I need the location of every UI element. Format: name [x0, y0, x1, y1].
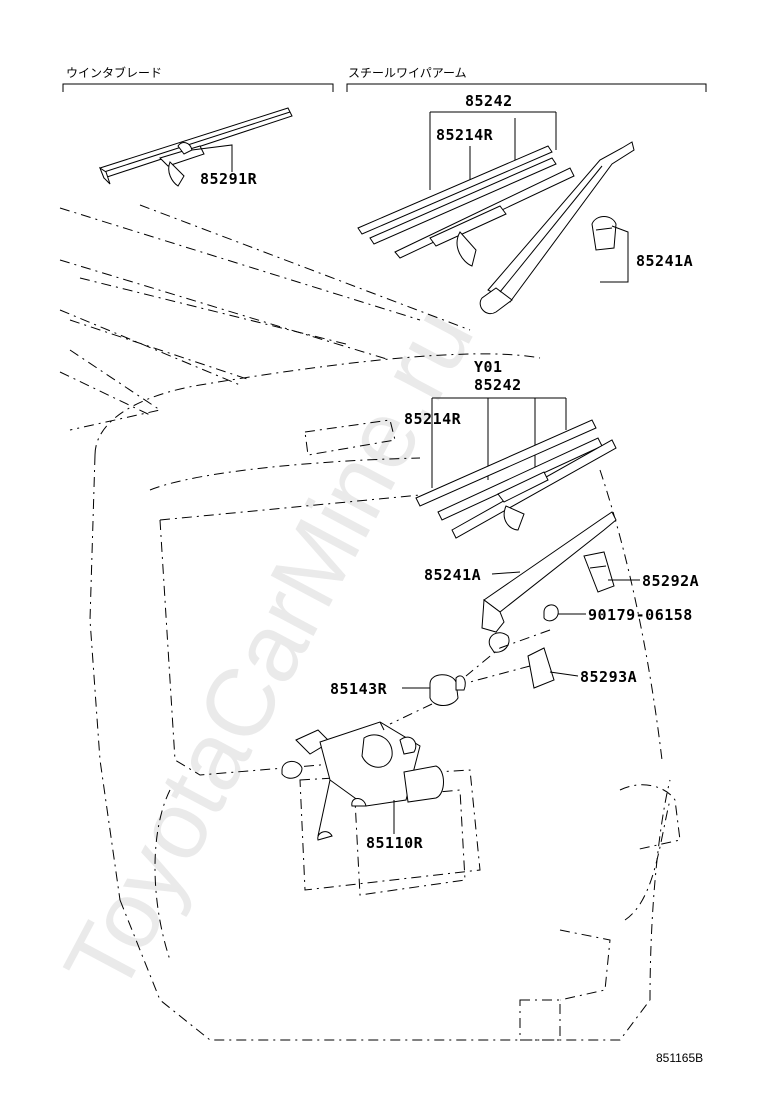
winter-wiper-blade [98, 107, 293, 187]
watermark-text: ToyotaCarMine.ru [44, 291, 494, 1010]
part-label-85293A: 85293A [580, 668, 637, 686]
part-label-85214R-top: 85214R [436, 126, 494, 144]
grommet-85143R [429, 674, 466, 706]
mid-wiper-blade [415, 419, 617, 539]
part-label-85241A-top: 85241A [636, 252, 693, 270]
figure-id: 851165B [656, 1051, 703, 1065]
vehicle-body-outline [59, 204, 681, 1041]
arm-cover-85292A [583, 551, 615, 593]
part-label-90179-06158: 90179-06158 [588, 606, 693, 624]
part-label-85292A: 85292A [642, 572, 699, 590]
part-label-Y01: Y01 [474, 358, 503, 376]
leader-85291R [191, 144, 233, 172]
part-label-85291R: 85291R [200, 170, 258, 188]
section-title-winter-blade: ウインタブレード [66, 65, 162, 80]
nut-90179 [543, 604, 559, 622]
mid-wiper-arm [481, 511, 617, 653]
top-arm-cap [591, 216, 617, 251]
part-label-85241A-mid: 85241A [424, 566, 481, 584]
part-label-85110R: 85110R [366, 834, 424, 852]
leader-85293A [549, 671, 579, 677]
part-label-85242-top: 85242 [465, 92, 513, 110]
section-bracket-right [346, 83, 707, 92]
part-label-85143R: 85143R [330, 680, 388, 698]
section-title-steel-arm: スチールワイパアーム [348, 66, 467, 80]
leader-85241A-top [600, 225, 629, 283]
part-label-85214R-mid: 85214R [404, 410, 462, 428]
top-wiper-blade [357, 145, 575, 267]
section-bracket-left [62, 83, 334, 92]
wiper-motor-85110R [281, 721, 444, 841]
part-label-85242-mid: 85242 [474, 376, 522, 394]
leader-85241A-mid [491, 571, 521, 575]
top-wiper-arm [479, 141, 635, 314]
pivot-cap-85293A [527, 647, 555, 689]
